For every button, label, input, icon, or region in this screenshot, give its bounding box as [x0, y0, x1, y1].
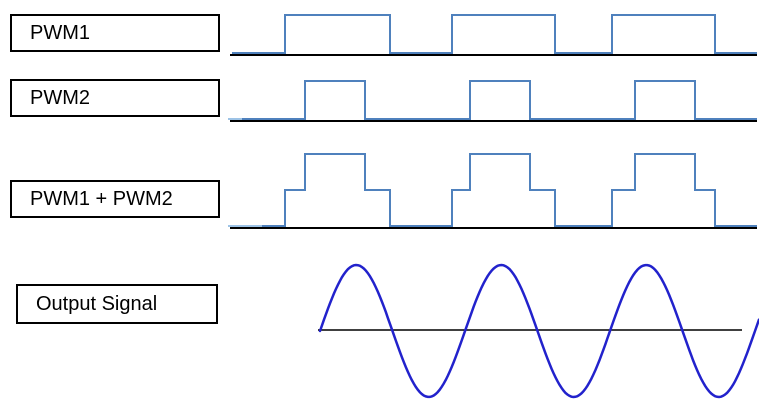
pwm2-waveform [242, 80, 757, 120]
output-signal-label-box: Output Signal [16, 284, 218, 324]
pwm1-waveform [232, 14, 757, 54]
pwm2-label: PWM2 [30, 86, 90, 109]
pwm1-plus-pwm2-label-box: PWM1 + PWM2 [10, 180, 220, 218]
pwm1-label: PWM1 [30, 21, 90, 44]
pwm2-label-box: PWM2 [10, 79, 220, 117]
pwm1-label-box: PWM1 [10, 14, 220, 52]
output-sine-path [318, 263, 759, 399]
sum-waveform [262, 153, 757, 227]
output-signal-label: Output Signal [36, 292, 158, 315]
pwm1-plus-pwm2-label: PWM1 + PWM2 [30, 187, 173, 210]
